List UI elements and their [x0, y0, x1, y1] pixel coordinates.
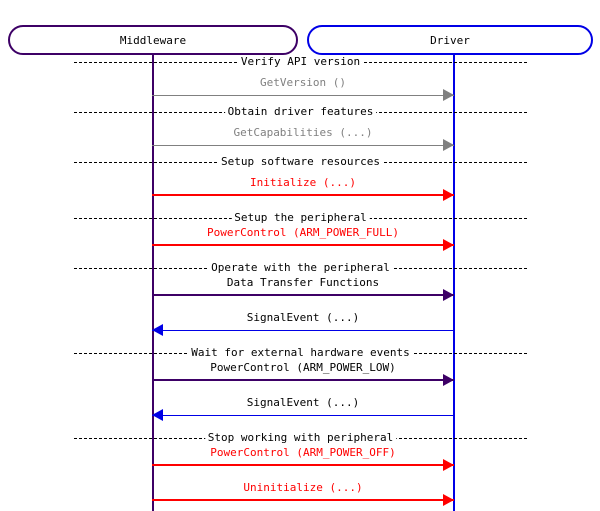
message-label: PowerControl (ARM_POWER_OFF)	[210, 446, 396, 459]
message-label: Data Transfer Functions	[226, 276, 380, 289]
message-line	[152, 499, 454, 501]
message-label: GetCapabilities (...)	[233, 126, 373, 139]
group-separator: Stop working with peripheral	[74, 432, 527, 444]
message-label: SignalEvent (...)	[246, 396, 360, 409]
group-separator: Verify API version	[74, 56, 527, 68]
message-arrow[interactable]: GetVersion ()	[152, 76, 454, 102]
message-label: PowerControl (ARM_POWER_FULL)	[206, 226, 400, 239]
message-line	[152, 194, 454, 196]
message-arrowhead	[443, 189, 454, 201]
message-label: Uninitialize (...)	[243, 481, 363, 494]
participant-middleware-label: Middleware	[119, 33, 187, 47]
message-arrowhead	[443, 289, 454, 301]
message-arrowhead	[443, 374, 454, 386]
message-label: Initialize (...)	[250, 176, 356, 189]
group-separator: Setup software resources	[74, 156, 527, 168]
participant-driver[interactable]: Driver	[307, 25, 593, 55]
separator-label: Setup the peripheral	[231, 212, 370, 224]
message-arrowhead	[443, 139, 454, 151]
message-line	[152, 464, 454, 466]
message-arrowhead	[152, 324, 163, 336]
lifeline-middleware	[152, 55, 154, 511]
group-separator: Wait for external hardware events	[74, 347, 527, 359]
message-label: GetVersion ()	[259, 76, 347, 89]
message-arrowhead	[443, 239, 454, 251]
message-arrowhead	[152, 409, 163, 421]
group-separator: Setup the peripheral	[74, 212, 527, 224]
message-line	[152, 95, 454, 96]
message-line	[152, 244, 454, 246]
message-arrowhead	[443, 89, 454, 101]
message-arrow[interactable]: Uninitialize (...)	[152, 481, 454, 507]
message-arrowhead	[443, 494, 454, 506]
message-arrowhead	[443, 459, 454, 471]
message-arrow[interactable]: PowerControl (ARM_POWER_FULL)	[152, 226, 454, 252]
message-line	[152, 379, 454, 381]
separator-label: Wait for external hardware events	[188, 347, 413, 359]
message-arrow[interactable]: GetCapabilities (...)	[152, 126, 454, 152]
message-arrow[interactable]: SignalEvent (...)	[152, 311, 454, 337]
separator-label: Stop working with peripheral	[204, 432, 397, 444]
message-line	[152, 145, 454, 146]
group-separator: Operate with the peripheral	[74, 262, 527, 274]
message-arrow[interactable]: PowerControl (ARM_POWER_OFF)	[152, 446, 454, 472]
separator-label: Setup software resources	[218, 156, 383, 168]
participant-driver-label: Driver	[430, 33, 470, 47]
group-separator: Obtain driver features	[74, 106, 527, 118]
message-arrow[interactable]: PowerControl (ARM_POWER_LOW)	[152, 361, 454, 387]
participant-middleware[interactable]: Middleware	[8, 25, 298, 55]
message-label: PowerControl (ARM_POWER_LOW)	[210, 361, 396, 374]
message-label: SignalEvent (...)	[246, 311, 360, 324]
message-line	[152, 294, 454, 296]
separator-label: Verify API version	[237, 56, 364, 68]
message-line	[152, 415, 454, 416]
message-arrow[interactable]: SignalEvent (...)	[152, 396, 454, 422]
separator-label: Operate with the peripheral	[208, 262, 393, 274]
lifeline-driver	[453, 55, 455, 511]
separator-label: Obtain driver features	[224, 106, 377, 118]
message-arrow[interactable]: Data Transfer Functions	[152, 276, 454, 302]
message-line	[152, 330, 454, 331]
message-arrow[interactable]: Initialize (...)	[152, 176, 454, 202]
